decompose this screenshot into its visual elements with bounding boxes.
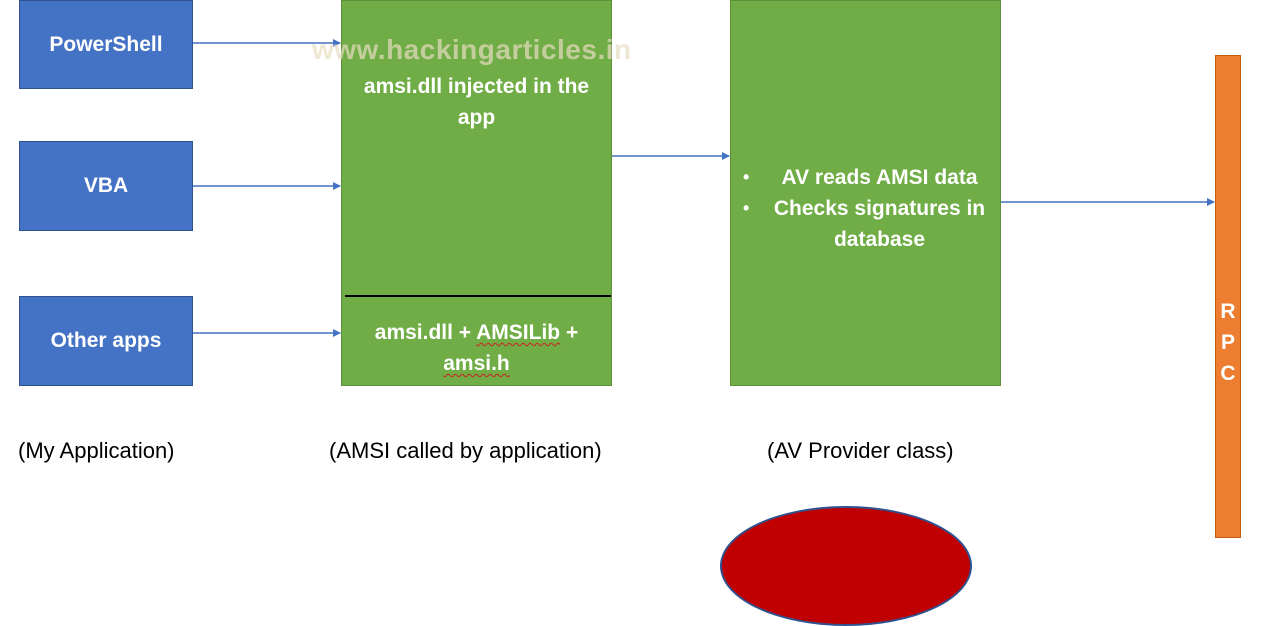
amsi-box: amsi.dll injected in the app amsi.dll + … [341,0,612,386]
powershell-box: PowerShell [19,0,193,89]
red-ellipse-shape [720,506,972,626]
other-apps-box: Other apps [19,296,193,386]
watermark-text: www.hackingarticles.in [312,34,632,65]
rpc-letter-c: C [1220,362,1236,385]
av-provider-box: AV reads AMSI data Checks signatures in … [730,0,1001,386]
amsi-bottom-plus: + [560,321,579,344]
vba-label: VBA [83,174,129,197]
vba-box: VBA [19,141,193,231]
amsi-bottom-dll: amsi.dll + [374,321,477,344]
amsi-bottom-lib: AMSILib [476,321,561,344]
rpc-label: R P C [1216,296,1240,389]
av-provider-caption: (AV Provider class) [767,438,954,463]
amsi-top-text: amsi.dll injected in the app [363,75,590,129]
av-item-reads: AV reads AMSI data [731,162,992,193]
other-apps-label: Other apps [50,329,162,352]
av-provider-list: AV reads AMSI data Checks signatures in … [731,162,992,255]
my-application-caption: (My Application) [18,438,175,463]
rpc-bar: R P C [1215,55,1241,538]
powershell-label: PowerShell [49,32,163,56]
rpc-letter-p: P [1220,331,1235,354]
amsi-bottom-header: amsi.h [443,352,510,375]
rpc-letter-r: R [1220,300,1236,323]
av-item-checks: Checks signatures in database [731,193,992,255]
amsi-bottom-text: amsi.dll + AMSILib + amsi.h [342,317,611,379]
amsi-divider [345,295,611,297]
amsi-caption: (AMSI called by application) [329,438,602,463]
